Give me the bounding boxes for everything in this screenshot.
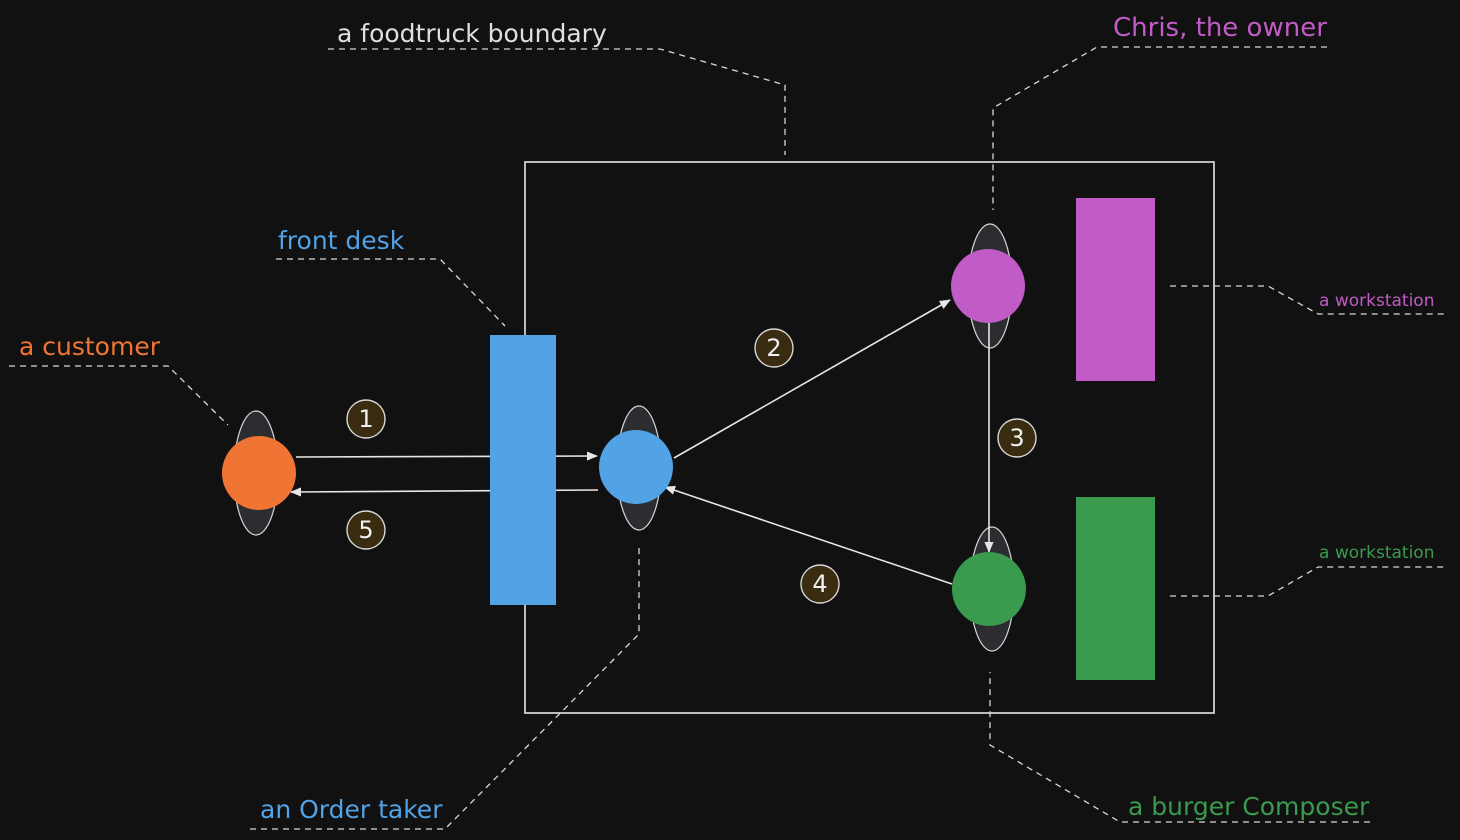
- composer-node: [952, 552, 1026, 626]
- front-desk-label: front desk: [278, 226, 405, 255]
- boundary-leader-line: [328, 48, 786, 155]
- boundary-label: a foodtruck boundary: [337, 19, 607, 48]
- order-taker-leader-line: [250, 545, 640, 830]
- svg-text:2: 2: [766, 334, 781, 362]
- svg-text:5: 5: [358, 516, 373, 544]
- order-taker-label: an Order taker: [260, 795, 443, 824]
- arrow-order-taker-to-owner: [673, 299, 951, 459]
- workstation-top-leader-line: [1170, 285, 1446, 315]
- svg-text:4: 4: [812, 570, 827, 598]
- workstation-bottom-label: a workstation: [1319, 543, 1434, 563]
- owner-label: Chris, the owner: [1113, 13, 1327, 43]
- step-badge-1: 1: [346, 399, 386, 439]
- workstation-bottom-leader-line: [1170, 566, 1446, 597]
- workstation-owner: [1076, 198, 1155, 381]
- front-desk-leader-line: [276, 258, 506, 327]
- customer-label: a customer: [19, 332, 161, 361]
- step-badge-4: 4: [800, 564, 840, 604]
- owner-leader-line: [992, 46, 1327, 210]
- composer-leader-line: [989, 672, 1370, 823]
- workstation-composer: [1076, 497, 1155, 680]
- front-desk-counter: [490, 335, 556, 605]
- step-badge-3: 3: [997, 418, 1037, 458]
- customer-leader-line: [9, 365, 229, 426]
- svg-text:3: 3: [1009, 424, 1024, 452]
- owner-node: [951, 249, 1025, 323]
- order-taker-node: [599, 430, 673, 504]
- step-badge-5: 5: [346, 510, 386, 550]
- step-badge-2: 2: [754, 328, 794, 368]
- svg-text:1: 1: [358, 405, 373, 433]
- workstation-top-label: a workstation: [1319, 291, 1434, 311]
- burger-composer-label: a burger Composer: [1128, 792, 1370, 821]
- customer-node: [222, 436, 296, 510]
- arrow-composer-to-order-taker: [664, 485, 953, 585]
